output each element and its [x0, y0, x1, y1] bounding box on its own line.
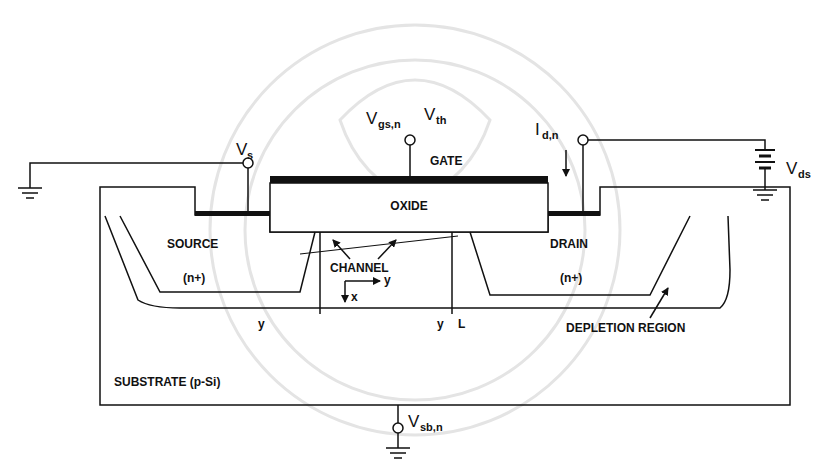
- source-region: [120, 216, 315, 292]
- drain-region: [470, 216, 690, 295]
- terminal-symbol: V: [236, 141, 247, 158]
- source-contact: [195, 211, 270, 216]
- doping-label: (n+): [183, 272, 205, 284]
- source-region: SOURCE (n+): [115, 215, 320, 295]
- region-label: SOURCE: [167, 238, 218, 250]
- current-subscript: d,n: [542, 130, 559, 141]
- terminal-subscript: th: [436, 115, 446, 126]
- gate-wire: [405, 135, 415, 176]
- leader-arrow: [650, 288, 668, 318]
- drain-contact: [548, 211, 600, 216]
- drain-region: DRAIN (n+): [465, 225, 705, 300]
- layer-label: OXIDE: [390, 200, 427, 212]
- length-label: L: [458, 318, 465, 330]
- doping-label: (n+): [560, 272, 582, 284]
- gate-plate: [270, 176, 548, 183]
- terminal-symbol: V: [424, 106, 435, 123]
- region-label: SUBSTRATE (p-Si): [114, 376, 220, 388]
- axis-label: x: [351, 291, 358, 303]
- terminal-symbol: V: [366, 110, 377, 127]
- depletion-boundary: [105, 216, 730, 308]
- leader-arrow: [378, 240, 396, 259]
- terminal-subscript: s: [247, 150, 253, 161]
- oxide-layer: OXIDE: [270, 183, 548, 232]
- source-symbol: V: [786, 160, 797, 177]
- region-label: DEPLETION REGION: [566, 322, 685, 334]
- terminal-subscript: sb,n: [420, 422, 443, 433]
- gate-electrode: GATE: [270, 150, 548, 176]
- current-arrow: [565, 150, 567, 176]
- length-line: [451, 232, 453, 314]
- body-wire: [386, 405, 410, 458]
- watermark-seal: [210, 25, 620, 435]
- terminal-subscript: gs,n: [378, 119, 401, 130]
- terminal-symbol: V: [408, 413, 419, 430]
- drain-wire: [578, 135, 777, 211]
- substrate-region: SUBSTRATE (p-Si) SOURCE (n+) DRAIN (n+): [100, 187, 790, 405]
- oxide-box: [270, 183, 548, 232]
- current-symbol: I: [535, 121, 540, 138]
- position-line: [319, 232, 321, 314]
- channel-edge: [300, 236, 458, 254]
- axis-label: y: [384, 274, 391, 286]
- region-label: DRAIN: [550, 238, 588, 250]
- y-axis: [345, 280, 380, 282]
- leader-arrow: [333, 240, 350, 259]
- position-label: y: [437, 318, 444, 330]
- region-label: CHANNEL: [330, 262, 389, 274]
- position-label: y: [258, 318, 265, 330]
- x-axis: [344, 281, 346, 302]
- layer-label: GATE: [430, 155, 462, 167]
- source-subscript: ds: [798, 169, 811, 180]
- source-wire: [18, 158, 253, 211]
